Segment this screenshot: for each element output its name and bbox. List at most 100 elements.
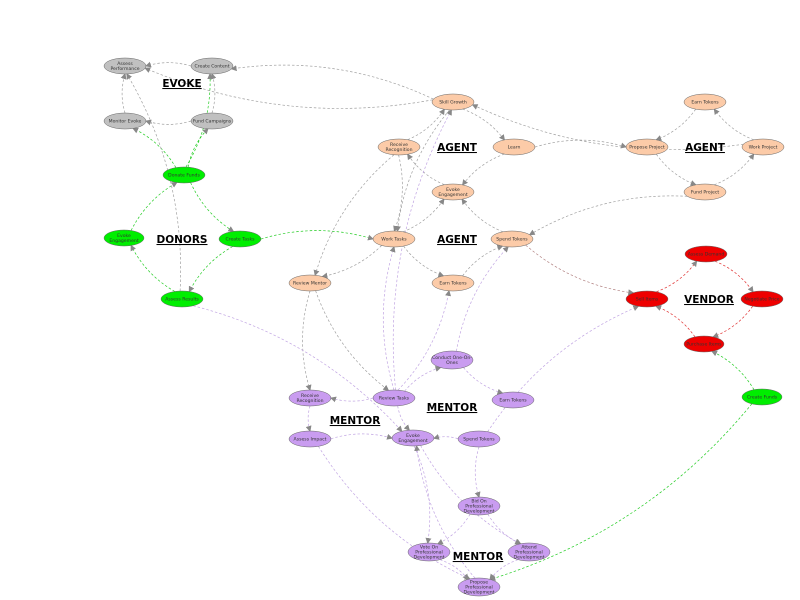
node-shape[interactable] [391,429,435,447]
node-shape[interactable] [625,290,669,308]
node-purchase-items[interactable]: Purchase Items [683,335,725,353]
edge-create-funds-to-propose-pd [489,403,753,581]
node-shape[interactable] [372,389,416,407]
edge-propose-project-to-fund-project [656,153,697,186]
node-conduct-one-on-ones[interactable]: Conduct One-On-Ones [430,350,474,370]
node-shape[interactable] [683,183,727,201]
node-work-tasks[interactable]: Work Tasks [372,230,416,248]
group-label-vendor: VENDOR [684,294,734,306]
node-earn-tokens-agent[interactable]: Earn Tokens [683,93,727,111]
edge-purchase-items-to-sell-items [655,305,696,338]
node-skill-growth[interactable]: Skill Growth [431,93,475,111]
node-shape[interactable] [431,274,475,292]
node-propose-project[interactable]: Propose Project [625,138,669,156]
node-fund-campaigns[interactable]: Fund Campaigns [190,112,234,130]
node-shape[interactable] [741,138,785,156]
node-shape[interactable] [160,290,204,308]
node-shape[interactable] [625,138,669,156]
node-shape[interactable] [377,138,421,156]
edge-create-funds-to-purchase-items [711,350,755,390]
node-shape[interactable] [288,274,332,292]
edge-review-tasks-to-receive-recognition-mentor [330,396,374,403]
edge-donate-funds-to-fund-campaigns [187,128,209,168]
node-assess-demand[interactable]: Assess Demand [684,245,728,263]
edge-fund-project-to-spend-tokens-agent [528,195,688,236]
node-label: Donate Funds [168,173,200,179]
node-sell-items[interactable]: Sell Items [625,290,669,308]
node-shape[interactable] [457,496,501,516]
edge-spend-tokens-agent-to-sell-items [525,244,635,296]
node-label: Assess Impact [294,437,327,443]
node-monitor-evoke[interactable]: Monitor Evoke [103,112,147,130]
node-shape[interactable] [407,542,451,562]
node-label: Recognition [296,398,323,404]
node-shape[interactable] [683,335,725,353]
node-shape[interactable] [431,183,475,201]
node-create-content[interactable]: Create Content [190,57,234,75]
node-shape[interactable] [190,112,234,130]
node-fund-project[interactable]: Fund Project [683,183,727,201]
node-shape[interactable] [507,542,551,562]
node-shape[interactable] [457,430,501,448]
node-assess-impact[interactable]: Assess Impact [288,430,332,448]
node-shape[interactable] [103,229,145,247]
node-label: Learn [508,145,521,151]
node-shape[interactable] [490,230,534,248]
node-label: Earn Tokens [439,281,467,287]
node-label: Assess [117,61,133,67]
node-review-tasks[interactable]: Review Tasks [372,389,416,407]
edge-attend-pd-to-propose-pd [489,559,519,581]
node-label: Negotiate Price [744,297,779,303]
node-assess-results[interactable]: Assess Results [160,290,204,308]
node-shape[interactable] [740,290,784,308]
node-shape[interactable] [162,166,206,184]
node-shape[interactable] [190,57,234,75]
node-label: Propose Project [629,145,665,151]
node-label: Evoke [117,233,131,239]
node-shape[interactable] [684,245,728,263]
node-earn-tokens-mentor[interactable]: Earn Tokens [491,391,535,409]
node-review-mentor[interactable]: Review Mentor [288,274,332,292]
node-shape[interactable] [103,57,147,75]
node-shape[interactable] [288,389,332,407]
node-label: Evoke [446,187,460,193]
node-create-tasks[interactable]: Create Tasks [218,230,262,248]
node-label: Earn Tokens [499,398,527,404]
node-shape[interactable] [491,391,535,409]
edge-work-project-to-skill-growth [471,104,744,150]
node-shape[interactable] [457,577,501,597]
node-create-funds[interactable]: Create Funds [741,388,783,406]
node-shape[interactable] [431,93,475,111]
node-donate-funds[interactable]: Donate Funds [162,166,206,184]
node-shape[interactable] [103,112,147,130]
node-shape[interactable] [218,230,262,248]
node-label: Receive [390,142,408,148]
node-spend-tokens-mentor[interactable]: Spend Tokens [457,430,501,448]
node-shape[interactable] [741,388,783,406]
node-shape[interactable] [288,430,332,448]
node-shape[interactable] [372,230,416,248]
node-shape[interactable] [683,93,727,111]
node-label: Receive [301,393,319,399]
edge-create-tasks-to-work-tasks [260,230,374,241]
node-shape[interactable] [430,350,474,370]
node-spend-tokens-agent[interactable]: Spend Tokens [490,230,534,248]
edge-receive-recognition-agent-to-work-tasks [393,154,403,232]
node-learn[interactable]: Learn [492,138,536,156]
node-earn-tokens-agent2[interactable]: Earn Tokens [431,274,475,292]
node-shape[interactable] [492,138,536,156]
node-work-project[interactable]: Work Project [741,138,785,156]
edge-learn-to-propose-project [534,139,627,149]
node-negotiate-price[interactable]: Negotiate Price [740,290,784,308]
